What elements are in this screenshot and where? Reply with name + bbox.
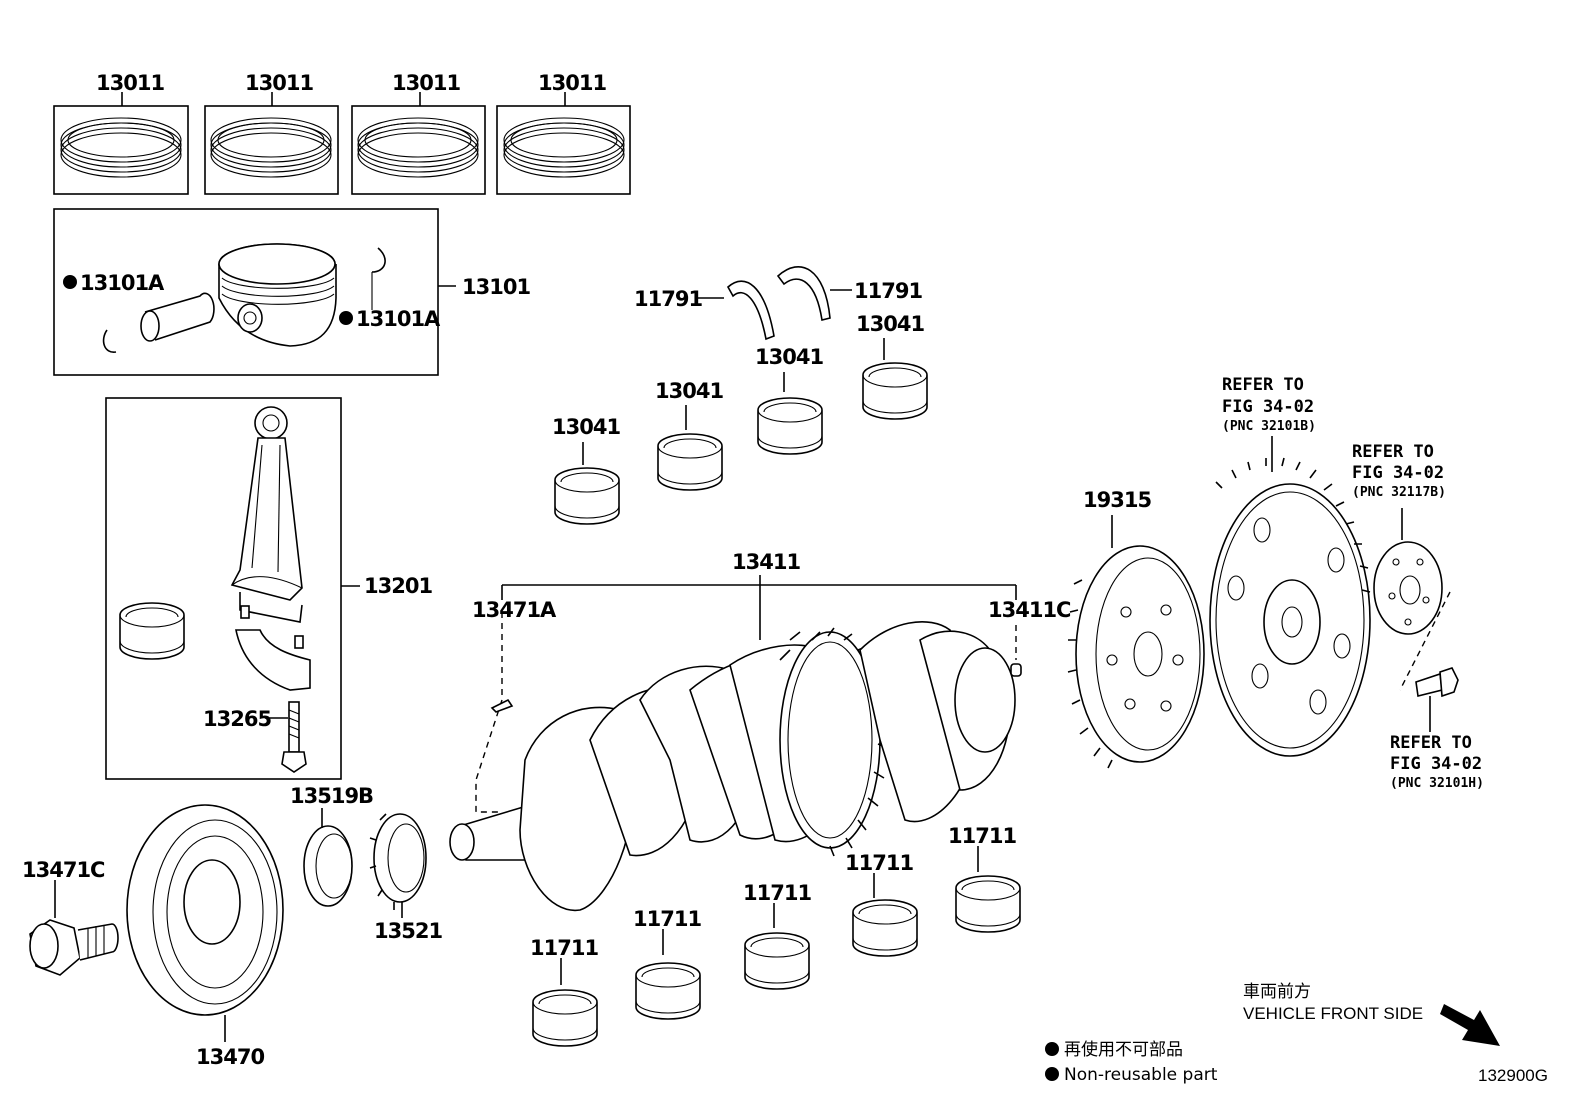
drive-plate-bolt[interactable] [1415, 667, 1459, 732]
main-bearing-3[interactable] [744, 903, 810, 990]
ref-line: FIG 34-02 [1390, 754, 1482, 774]
signal-plate[interactable] [1067, 515, 1205, 769]
label-ring-set-2[interactable]: 13011 [245, 71, 314, 95]
label-conrod-bolt[interactable]: 13265 [203, 707, 272, 731]
label-rod-bearing-2[interactable]: 13041 [655, 379, 724, 403]
label-rod-bearing-1[interactable]: 13041 [552, 415, 621, 439]
label-rod-bearing-4[interactable]: 13041 [856, 312, 925, 336]
rod-bearing-2[interactable] [657, 405, 723, 491]
ref-line: FIG 34-02 [1222, 397, 1314, 417]
ref-line: FIG 34-02 [1352, 463, 1444, 483]
label-ring-set-1[interactable]: 13011 [96, 71, 165, 95]
ref-line: (PNC 32117B) [1352, 485, 1446, 500]
label-crankshaft[interactable]: 13411 [732, 550, 801, 574]
connecting-rod-assembly[interactable] [105, 397, 360, 780]
ref-line: REFER TO [1222, 375, 1304, 395]
label-main-bearing-5[interactable]: 11711 [948, 824, 1017, 848]
label-piston-assy[interactable]: 13101 [462, 275, 531, 299]
piston-assembly[interactable] [53, 208, 456, 376]
ref-note-flywheel: REFER TO FIG 34-02 (PNC 32101B) [1222, 375, 1316, 434]
label-thrust-washer-left[interactable]: 11791 [634, 287, 703, 311]
label-ring-set-4[interactable]: 13011 [538, 71, 607, 95]
timing-sprocket-a[interactable] [303, 808, 353, 907]
label-pulley[interactable]: 13470 [196, 1045, 265, 1069]
label-conrod-assy[interactable]: 13201 [364, 574, 433, 598]
front-arrow-icon [1440, 1004, 1500, 1046]
crank-pulley[interactable] [126, 804, 284, 1042]
label-snap-ring-left[interactable]: 13101A [80, 271, 166, 295]
label-rod-bearing-3[interactable]: 13041 [755, 345, 824, 369]
legend-non-reusable-en: Non-reusable part [1064, 1065, 1218, 1085]
label-thrust-washer-right[interactable]: 11791 [854, 279, 923, 303]
label-main-bearing-3[interactable]: 11711 [743, 881, 812, 905]
rod-bearing-4[interactable] [862, 338, 928, 420]
rod-bearing-1[interactable] [554, 442, 620, 525]
legend-dot-icon [1045, 1067, 1059, 1081]
label-signal-plate[interactable]: 19315 [1083, 488, 1152, 512]
legend-non-reusable-jp: 再使用不可部品 [1064, 1039, 1183, 1060]
drive-plate[interactable] [1209, 436, 1371, 757]
label-main-bearing-1[interactable]: 11711 [530, 936, 599, 960]
ref-line: (PNC 32101B) [1222, 419, 1316, 434]
legend-dot-icon [1045, 1042, 1059, 1056]
timing-sprocket-b[interactable] [369, 813, 427, 918]
piston-ring-set-2[interactable] [204, 92, 339, 195]
label-crank-bolt[interactable]: 13471C [22, 858, 106, 882]
label-sprocket-a[interactable]: 13519B [290, 784, 374, 808]
crank-pulley-bolt[interactable] [29, 880, 119, 976]
main-bearing-1[interactable] [532, 958, 598, 1047]
label-main-bearing-2[interactable]: 11711 [633, 907, 702, 931]
label-crank-key[interactable]: 13471A [472, 598, 558, 622]
piston-ring-set-4[interactable] [496, 92, 631, 195]
ref-line: REFER TO [1352, 442, 1434, 462]
ref-note-spacer: REFER TO FIG 34-02 (PNC 32117B) [1352, 442, 1446, 500]
main-bearing-4[interactable] [852, 873, 918, 957]
front-side-jp: 車両前方 [1243, 982, 1311, 1002]
crankshaft[interactable] [449, 575, 1022, 912]
thrust-washer-right[interactable] [776, 266, 852, 321]
ref-line: REFER TO [1390, 733, 1472, 753]
rod-bearing-3[interactable] [757, 372, 823, 455]
ref-note-bolt: REFER TO FIG 34-02 (PNC 32101H) [1390, 733, 1484, 791]
piston-ring-set-1[interactable] [53, 92, 189, 195]
label-sprocket-b[interactable]: 13521 [374, 919, 443, 943]
label-crank-pin[interactable]: 13411C [988, 598, 1072, 622]
thrust-washer-left[interactable] [698, 280, 775, 341]
main-bearing-2[interactable] [635, 929, 701, 1020]
label-main-bearing-4[interactable]: 11711 [845, 851, 914, 875]
front-side-en: VEHICLE FRONT SIDE [1243, 1004, 1423, 1023]
ref-line: (PNC 32101H) [1390, 776, 1484, 791]
label-snap-ring-right[interactable]: 13101A [356, 307, 442, 331]
piston-ring-set-3[interactable] [351, 92, 486, 195]
label-ring-set-3[interactable]: 13011 [392, 71, 461, 95]
drive-plate-spacer[interactable] [1373, 508, 1451, 691]
diagram-code: 132900G [1478, 1066, 1548, 1085]
main-bearing-5[interactable] [955, 846, 1021, 933]
